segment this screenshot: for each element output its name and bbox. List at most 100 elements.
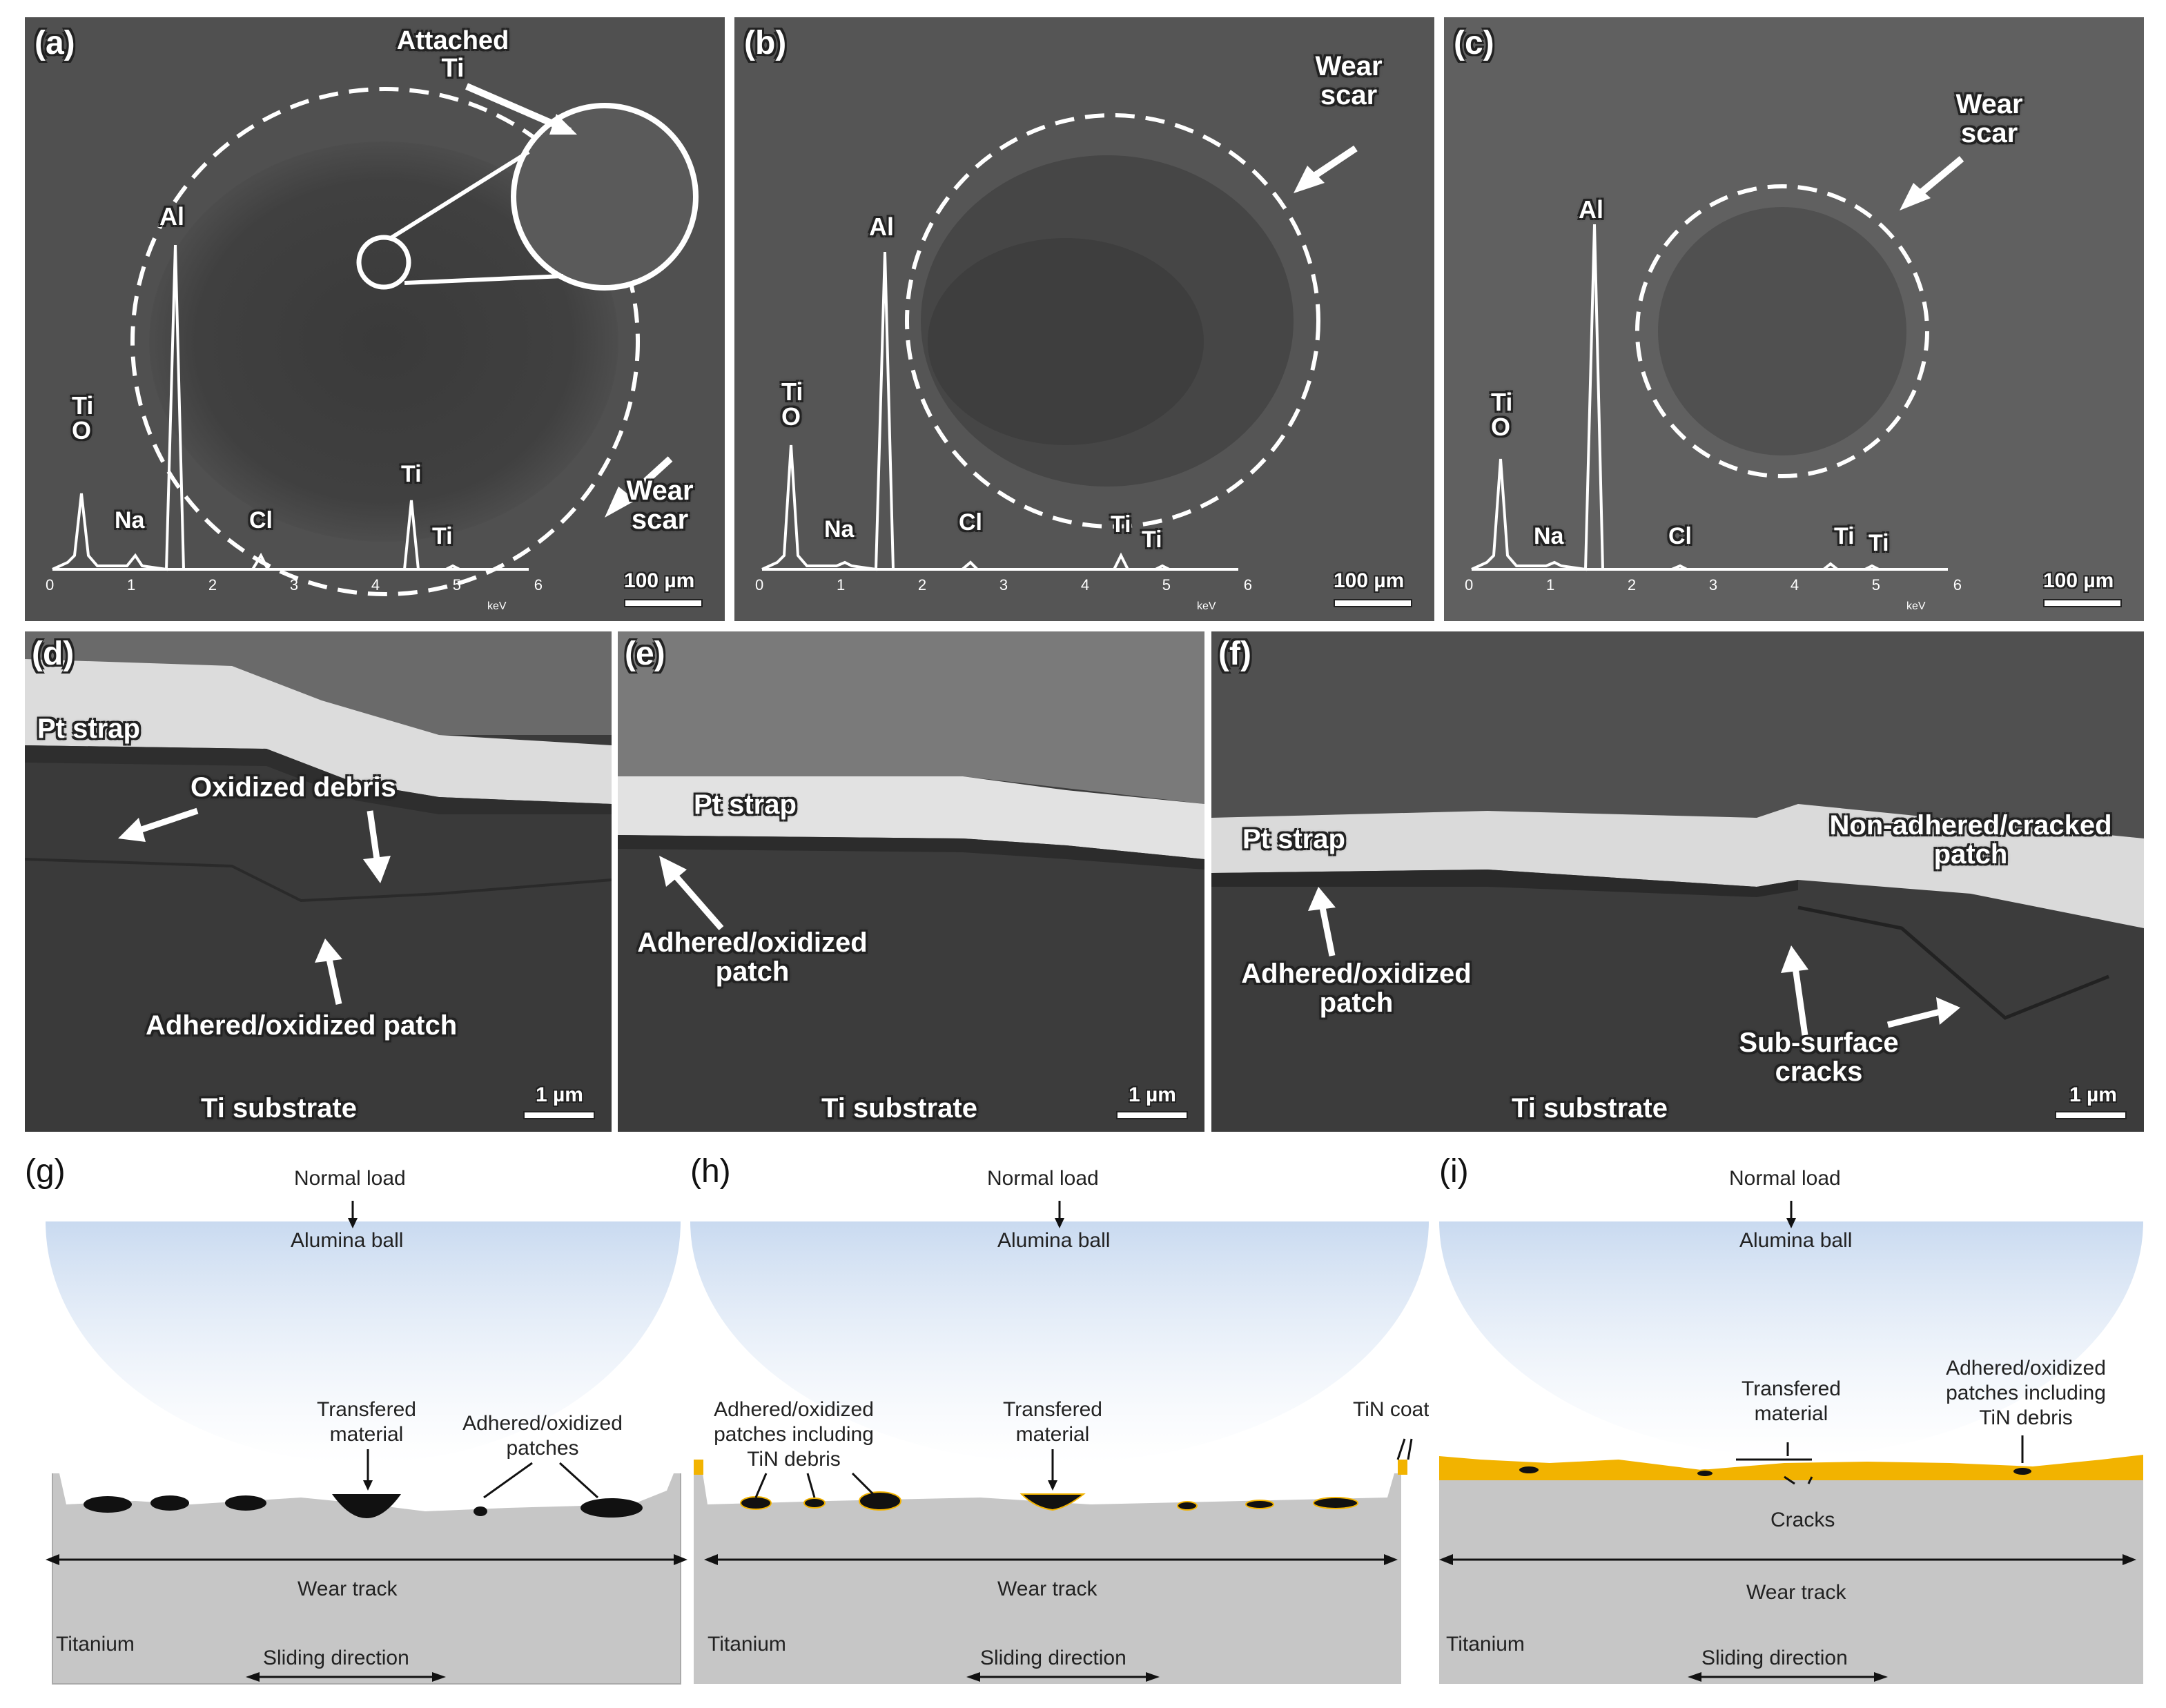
scale-bar-a [624,599,703,607]
adhered-patch-label-f: Adhered/oxidized patch [1211,959,1501,1017]
ti-substrate-label-d: Ti substrate [201,1093,357,1123]
sliding-label-h: Sliding direction [980,1647,1126,1669]
ti-substrate-label-f: Ti substrate [1512,1093,1668,1123]
transfer-line2: material [1754,1402,1828,1425]
tick: 1 [1545,576,1555,593]
scale-label-d: 1 µm [536,1083,583,1106]
peak-ti: Ti [781,377,803,406]
adhered-patch-label-e: Adhered/oxidized patch [618,928,887,986]
eds-peak-ti3: Ti [432,523,453,549]
eds-peak-ti3: Ti [1869,530,1889,556]
patch-line1: Adhered/oxidized [1241,959,1472,989]
ti-substrate-label-e: Ti substrate [821,1093,977,1123]
pt-strap-label-e: Pt strap [694,789,797,820]
sem-image-c [1444,17,2144,621]
eds-peak-al: Al [869,213,894,241]
eds-unit-c: keV [1906,600,1926,612]
wear-line1: Wear [626,475,694,506]
panel-letter-d: (d) [32,636,75,672]
wear-track-label-g: Wear track [297,1578,398,1600]
transfer-line2: material [329,1423,404,1446]
scale-label-b: 100 µm [1334,569,1405,592]
panel-letter-g: (g) [25,1153,66,1190]
wear-line1: Wear [1955,89,2023,119]
sem-image-b [734,17,1434,621]
adhered-patch-label-d: Adhered/oxidized patch [146,1010,458,1041]
alumina-ball-label-g: Alumina ball [291,1229,404,1252]
patches-line2: patches including [714,1423,874,1446]
scale-label-f: 1 µm [2069,1083,2117,1106]
wear-track-label-i: Wear track [1746,1581,1846,1604]
sliding-label-g: Sliding direction [263,1647,409,1669]
peak-o: O [1491,413,1511,441]
tick: 5 [452,576,462,593]
eds-peak-ti-o: Ti O [781,380,803,429]
panel-letter-f: (f) [1218,636,1251,672]
fib-image-f [1211,631,2144,1132]
eds-peak-cl: Cl [1668,523,1692,549]
wear-line2: scar [1960,118,2018,148]
attached-ti-label: Attached Ti [384,26,522,83]
titanium-label-h: Titanium [708,1633,786,1656]
eds-unit-b: keV [1197,600,1216,612]
sem-image-a [25,17,725,621]
transfer-line2: material [1015,1423,1090,1446]
patch-line2: patch [1319,988,1394,1018]
schematic-h [690,1201,1429,1684]
transfer-line1: Transfered [317,1398,416,1421]
pt-strap-label-d: Pt strap [37,714,140,744]
nonadhered-label: Non-adhered/cracked patch [1805,811,2136,869]
peak-ti: Ti [1491,388,1513,416]
tick: 4 [371,576,380,593]
cracks-label-i: Cracks [1770,1509,1835,1531]
patches-label-i: Adhered/oxidized patches including TiN d… [1922,1356,2129,1431]
scale-bar-e [1116,1111,1188,1119]
panel-letter-b: (b) [744,25,787,61]
tick: 5 [1162,576,1171,593]
wear-scar-outline [130,87,640,596]
eds-unit-a: keV [487,600,507,612]
normal-load-label-g: Normal load [294,1167,406,1190]
tick: 1 [126,576,136,593]
tick: 3 [999,576,1008,593]
cracks-line1: Sub-surface [1739,1028,1899,1058]
eds-spectrum-b [761,251,1238,571]
nonadhered-line1: Non-adhered/cracked [1829,810,2112,841]
tick: 0 [46,576,55,593]
eds-spectrum-a [52,244,529,571]
attached-ti-line1: Attached [396,26,509,55]
diagram-h: (h) Normal load Alumina ball Adhered/oxi… [690,1146,1429,1698]
transfer-line1: Transfered [1003,1398,1102,1421]
scale-bar-c [2043,599,2122,607]
scale-label-c: 100 µm [2043,569,2114,592]
scale-bar-b [1334,599,1412,607]
transfered-label-h: Transfered material [966,1397,1139,1447]
panel-letter-c: (c) [1454,25,1494,61]
tick: 2 [917,576,927,593]
alumina-ball-label-i: Alumina ball [1739,1229,1853,1252]
tick: 6 [1953,576,1962,593]
eds-spectrum-c [1471,224,1948,571]
panel-d: (d) Pt strap Oxidized debris Adhered/oxi… [25,631,612,1132]
eds-peak-na: Na [1534,523,1564,549]
peak-o: O [72,416,92,444]
tick: 4 [1080,576,1090,593]
wear-line2: scar [631,504,689,535]
diagram-i: (i) Normal load Alumina ball Transfered … [1439,1146,2166,1698]
patches-line2: patches [506,1437,579,1460]
panel-letter-i: (i) [1439,1153,1469,1190]
eds-peak-al: Al [159,202,184,230]
eds-peak-ti-o: Ti O [1491,390,1512,440]
eds-peak-cl: Cl [959,509,982,536]
wear-scar-label-b: Wear scar [1300,52,1397,110]
peak-ti: Ti [72,391,94,420]
wear-scar-outline [905,113,1320,529]
panel-letter-h: (h) [690,1153,731,1190]
normal-load-label-h: Normal load [987,1167,1099,1190]
tick: 6 [534,576,543,593]
wear-line1: Wear [1315,51,1383,81]
wear-scar-label-a: Wear scar [612,476,708,534]
tick: 6 [1243,576,1252,593]
titanium-label-g: Titanium [56,1633,135,1656]
